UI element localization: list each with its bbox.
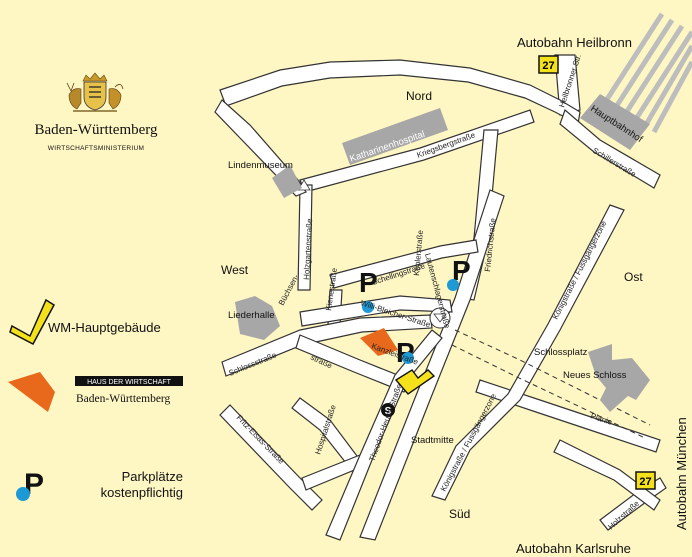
- svg-text:P: P: [359, 267, 378, 298]
- liederhalle-building: [235, 296, 280, 340]
- katharinenhospital-building: [342, 108, 448, 165]
- parking-legend-line2: kostenpflichtig: [101, 485, 183, 500]
- area-west: West: [221, 263, 249, 277]
- wm-hauptgebaeude-building[interactable]: [394, 369, 436, 395]
- coat-of-arms-icon: [66, 72, 124, 112]
- highway-badge-muenchen: 27: [635, 471, 656, 490]
- haus-legend-state: Baden-Württemberg: [76, 393, 171, 405]
- area-north: Nord: [406, 89, 432, 103]
- hq-legend-icon: [9, 298, 55, 346]
- highway-karlsruhe-label: Autobahn Karlsruhe: [516, 541, 631, 556]
- haus-badge: HAUS DER WIRTSCHAFT: [87, 379, 172, 386]
- parking-icon-3[interactable]: P: [396, 337, 415, 368]
- buildings: [235, 94, 650, 412]
- state-name: Baden-Württemberg: [34, 122, 158, 138]
- street-buechsen-1: Büchsen-: [277, 273, 301, 307]
- rail-tracks: [601, 12, 692, 134]
- poi-neues-schloss: Neues Schloss: [563, 370, 627, 381]
- hauptbahnhof-building: [580, 94, 650, 150]
- street-keplerstrasse: Keplerstraße: [412, 229, 425, 276]
- highway-badge-heilbronn: 27: [538, 55, 559, 74]
- area-south: Süd: [449, 507, 470, 521]
- haus-legend-icon: [8, 372, 55, 412]
- area-east: Ost: [624, 270, 643, 284]
- ministry-name: WIRTSCHAFTSMINISTERIUM: [48, 145, 144, 152]
- poi-liederhalle: Liederhalle: [228, 310, 274, 321]
- area-center: Stadtmitte: [411, 435, 454, 446]
- street-holzgartenstrasse: Holzgartenstraße: [302, 218, 314, 280]
- svg-text:P: P: [452, 255, 471, 286]
- street-fritz-elsas: Fritz-Elsas-Straße: [235, 413, 287, 466]
- neues-schloss-building: [588, 344, 650, 412]
- svg-text:27: 27: [639, 476, 651, 488]
- parking-legend-line1: Parkplätze: [122, 469, 183, 484]
- parking-icon-2[interactable]: P: [447, 255, 471, 291]
- sbahn-icon[interactable]: S: [381, 403, 395, 417]
- highway-muenchen-label: Autobahn München: [674, 417, 689, 530]
- parking-icon-1[interactable]: P: [359, 267, 378, 313]
- parking-legend-icon: P: [16, 468, 44, 501]
- lindenmuseum-building: [272, 165, 302, 198]
- svg-text:S: S: [385, 406, 392, 417]
- highway-heilbronn-label: Autobahn Heilbronn: [517, 35, 632, 50]
- road-network: [214, 54, 667, 541]
- haus-badge-bg: [75, 376, 183, 386]
- street-koenigstrasse-upper: Königstraße / Fussgängerzone: [551, 219, 609, 321]
- hq-legend-label: WM-Hauptgebäude: [48, 320, 161, 335]
- haus-der-wirtschaft-building[interactable]: [360, 328, 398, 356]
- svg-text:27: 27: [542, 60, 554, 72]
- poi-schlossplatz: Schlossplatz: [534, 347, 588, 358]
- poi-lindenmuseum: Lindenmuseum: [228, 160, 293, 171]
